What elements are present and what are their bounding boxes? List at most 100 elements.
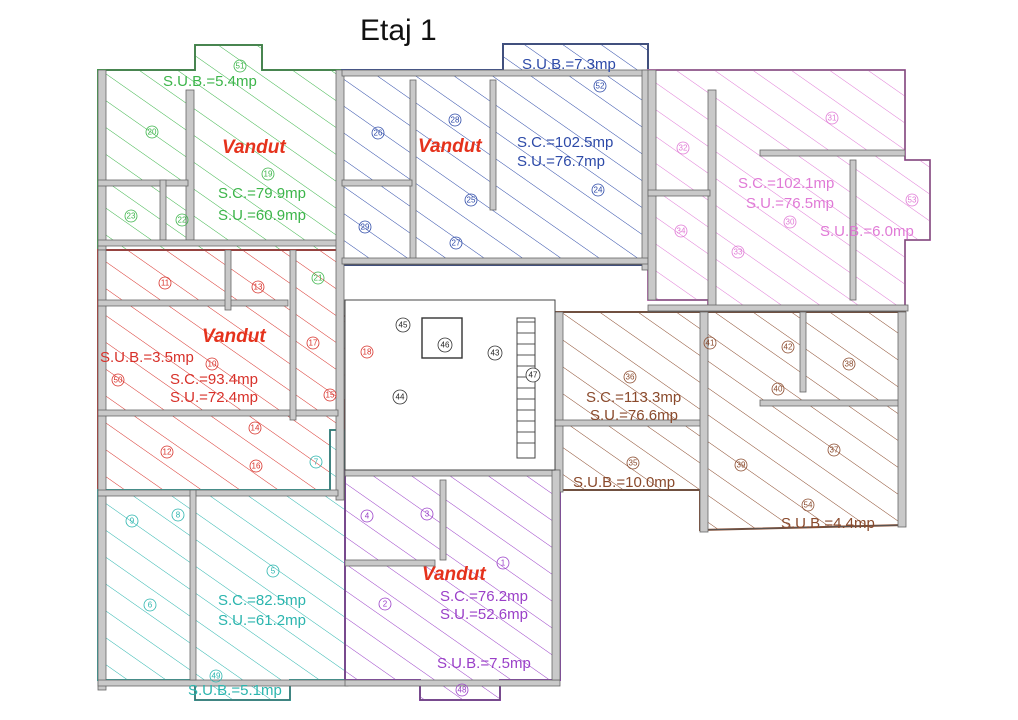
svg-text:48: 48 [458,686,467,695]
room-number: 13 [251,280,265,294]
wall [159,179,167,241]
svg-text:10: 10 [208,360,217,369]
green-su-area: S.U.=60.9mp [218,207,306,224]
svg-text:39: 39 [737,461,746,470]
wall [97,489,339,497]
wall [551,469,561,681]
svg-text:34: 34 [677,227,686,236]
room-number: 17 [306,336,320,350]
room-number: 48 [455,683,469,697]
room-number: 10 [205,357,219,371]
wall [344,559,436,567]
wall [439,479,447,561]
wall [97,239,343,247]
room-number: 5 [266,564,280,578]
central-core [344,299,556,471]
svg-text:38: 38 [845,360,854,369]
svg-text:19: 19 [264,170,273,179]
room-number: 38 [842,357,856,371]
svg-text:40: 40 [774,385,783,394]
cyan-sub-area: S.U.B.=5.1mp [188,682,282,699]
purple-sc-area: S.C.=76.2mp [440,588,528,605]
wall [224,249,232,311]
svg-text:1: 1 [501,559,506,568]
wall [489,79,497,211]
room-number: 33 [731,245,745,259]
svg-text:53: 53 [908,196,917,205]
room-number: 18 [360,345,374,359]
room-number: 7 [309,455,323,469]
svg-text:51: 51 [236,62,245,71]
svg-text:26: 26 [374,129,383,138]
svg-text:25: 25 [467,196,476,205]
svg-text:44: 44 [396,393,405,402]
red-sc-area: S.C.=93.4mp [170,371,258,388]
wall [97,299,289,307]
svg-text:21: 21 [314,274,323,283]
svg-text:29: 29 [361,223,370,232]
staircase [516,317,536,459]
room-number: 4 [360,509,374,523]
red-sold-label: Vandut [202,326,266,347]
svg-text:32: 32 [679,144,688,153]
room-number: 11 [158,276,172,290]
svg-text:14: 14 [251,424,260,433]
svg-text:18: 18 [363,348,372,357]
wall [554,311,564,493]
svg-text:22: 22 [178,216,187,225]
wall [189,489,197,681]
svg-text:27: 27 [452,239,461,248]
svg-text:6: 6 [148,601,153,610]
room-number: 3 [420,507,434,521]
svg-text:54: 54 [804,501,813,510]
room-number: 16 [249,459,263,473]
svg-text:31: 31 [828,114,837,123]
apartment-pink[interactable] [647,69,931,313]
room-number: 45 [395,317,411,333]
room-number: 53 [905,193,919,207]
room-number: 43 [487,345,503,361]
svg-text:24: 24 [594,186,603,195]
room-number: 42 [781,340,795,354]
wall [341,179,413,187]
wall [344,469,561,477]
room-number: 39 [734,458,748,472]
room-number: 6 [143,598,157,612]
blue-sc-area: S.C.=102.5mp [517,134,613,151]
room-number: 20 [145,125,159,139]
room-number: 40 [771,382,785,396]
room-number: 8 [171,508,185,522]
room-number: 31 [825,111,839,125]
svg-text:42: 42 [784,343,793,352]
svg-text:13: 13 [254,283,263,292]
brown-sc-area: S.C.=113.3mp [586,389,681,406]
room-number: 36 [623,370,637,384]
wall [344,679,561,687]
room-number: 51 [233,59,247,73]
room-number: 12 [160,445,174,459]
room-number: 27 [449,236,463,250]
svg-text:36: 36 [626,373,635,382]
svg-text:15: 15 [326,391,335,400]
svg-text:41: 41 [706,339,715,348]
wall [97,69,107,251]
svg-text:33: 33 [734,248,743,257]
purple-sub-area: S.U.B.=7.5mp [437,655,531,672]
blue-sold-label: Vandut [418,136,482,157]
svg-text:50: 50 [114,376,123,385]
brown-su-area: S.U.=76.6mp [590,407,678,424]
wall [647,69,657,301]
room-number: 44 [392,389,408,405]
red-su-area: S.U.=72.4mp [170,389,258,406]
svg-text:46: 46 [441,341,450,350]
svg-text:52: 52 [596,82,605,91]
wall [897,311,907,528]
svg-text:8: 8 [176,511,181,520]
brown-sub2-area: S.U.B.=4.4mp [781,515,875,532]
blue-su-area: S.U.=76.7mp [517,153,605,170]
room-number: 1 [496,556,510,570]
room-number: 25 [464,193,478,207]
red-sub-area: S.U.B.=3.5mp [100,349,194,366]
cyan-sc-area: S.C.=82.5mp [218,592,306,609]
